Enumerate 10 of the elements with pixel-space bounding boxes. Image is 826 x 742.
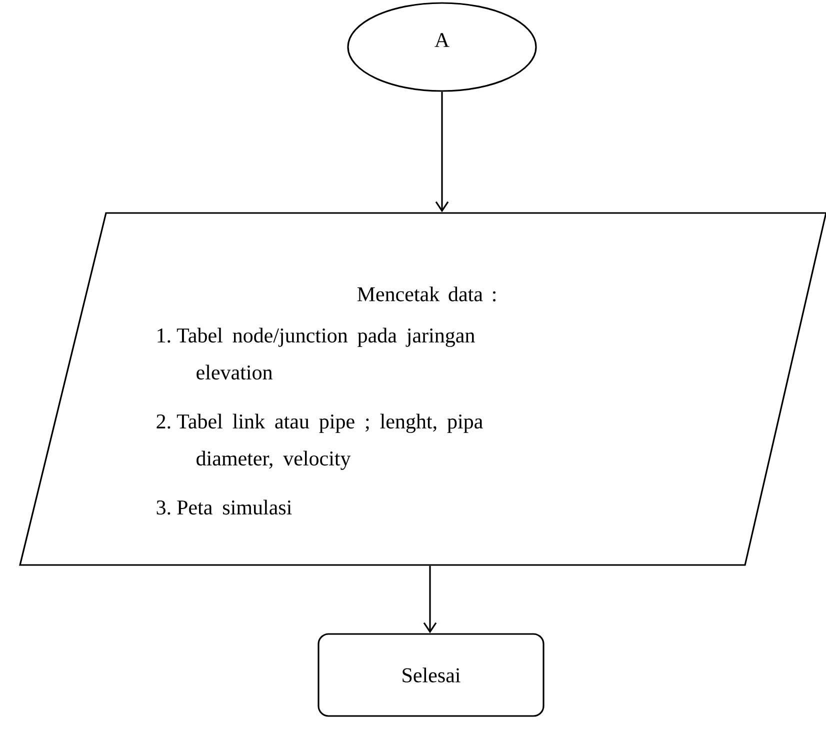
arrow (423, 566, 437, 634)
terminal-box (318, 633, 544, 717)
list-item: 2. Tabel link atau pipe ; lenght, pipa diameter, velocity (156, 414, 483, 470)
arrow (435, 92, 449, 212)
heading: Mencetak data : (357, 286, 496, 302)
connector-circle (347, 2, 537, 92)
list-item: 1. Tabel node/junction pada jaringan elevation (158, 328, 475, 380)
node-label: Selesai (402, 668, 460, 682)
list-item: 3. Peta simulasi (156, 500, 292, 515)
node-label: A (434, 33, 450, 47)
